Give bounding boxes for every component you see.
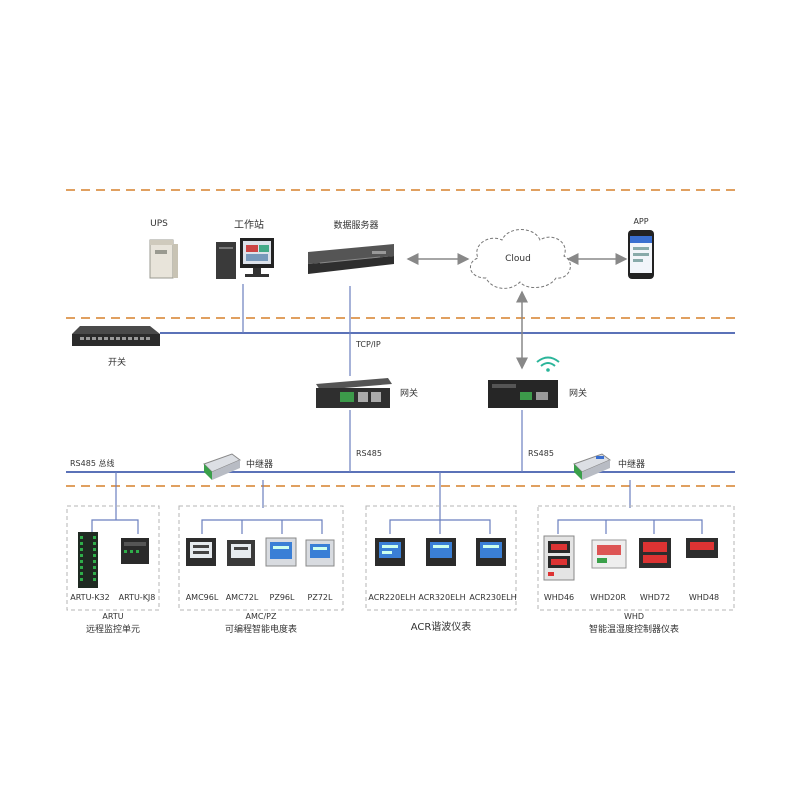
smartphone-icon [628, 230, 654, 279]
server-icon [308, 244, 394, 274]
device-label: ACR230ELH [469, 593, 516, 602]
group-title-line2: 远程监控单元 [86, 623, 140, 635]
ups-icon [149, 239, 178, 279]
repeater-right: 中继器 [573, 453, 645, 480]
rs485-bus-label: RS485 总线 [70, 458, 114, 468]
device-label: WHD20R [590, 593, 626, 602]
group-title-line1: AMC/PZ [246, 612, 277, 621]
whd72-icon [639, 538, 671, 568]
cloud-icon [470, 229, 571, 289]
workstation-icon [216, 238, 274, 279]
group-title-line1: ARTU [102, 612, 123, 621]
device-label: AMC96L [186, 593, 219, 602]
gateway-wired-label: 网关 [400, 387, 418, 399]
ups-device: UPS [149, 219, 178, 279]
device-label: PZ96L [270, 593, 295, 602]
switch-label: 开关 [108, 356, 126, 368]
repeater-icon [573, 453, 611, 480]
link-lines [91, 284, 703, 534]
artu-kj8-icon [121, 538, 149, 564]
repeater-right-label: 中继器 [618, 458, 645, 470]
gateway-wireless-label: 网关 [569, 387, 587, 399]
group-whd: WHD46 WHD20R WHD72 WHD48 WHD 智能温湿度控制器仪表 [543, 535, 719, 635]
device-label: WHD46 [544, 593, 574, 602]
server-device: 数据服务器 [308, 219, 394, 274]
tcpip-label: TCP/IP [355, 340, 381, 349]
pz96l-icon [265, 537, 297, 567]
group-artu-box [66, 505, 160, 611]
server-label: 数据服务器 [333, 219, 378, 231]
device-groups [66, 505, 735, 611]
gateway-wireless-device: 网关 [488, 356, 587, 408]
device-label: ARTU-KJ8 [119, 593, 156, 602]
group2-bracket [201, 519, 323, 534]
group-title-line2: ACR谐波仪表 [411, 620, 472, 633]
group4-bracket [557, 519, 703, 534]
rs485-left-label: RS485 [356, 449, 382, 458]
group-title-line2: 可编程智能电度表 [225, 623, 297, 635]
ups-label: UPS [150, 219, 168, 229]
group-amc-box [178, 505, 344, 611]
rs485-right-label: RS485 [528, 449, 554, 458]
whd48-icon [686, 538, 718, 558]
group-title-line1: WHD [624, 612, 644, 621]
gateway-wired-device: 网关 [316, 378, 418, 408]
amc96l-icon [186, 538, 216, 566]
group-amc: AMC96L AMC72L PZ96L PZ72L AMC/PZ 可编程智能电度… [186, 537, 335, 635]
workstation-device: 工作站 [216, 218, 274, 279]
device-label: AMC72L [226, 593, 259, 602]
whd20r-icon [591, 539, 627, 569]
group-title-line2: 智能温湿度控制器仪表 [589, 623, 679, 635]
device-label: ACR220ELH [368, 593, 415, 602]
gateway-icon [316, 378, 392, 408]
wifi-icon [536, 356, 560, 372]
amc72l-icon [227, 540, 255, 566]
workstation-label: 工作站 [234, 218, 264, 231]
repeater-icon [203, 453, 241, 480]
device-label: WHD48 [689, 593, 719, 602]
device-label: WHD72 [640, 593, 670, 602]
whd46-icon [543, 535, 575, 581]
repeater-left-label: 中继器 [246, 458, 273, 470]
group-whd-box [537, 505, 735, 611]
artu-k32-icon [78, 532, 98, 588]
group1-bracket [91, 519, 139, 534]
device-label: ACR320ELH [418, 593, 465, 602]
group-acr: ACR220ELH ACR320ELH ACR230ELH ACR谐波仪表 [368, 538, 517, 633]
cloud-label: Cloud [505, 254, 531, 264]
acr220elh-icon [375, 538, 405, 566]
cloud-node: Cloud [470, 229, 571, 289]
device-label: PZ72L [308, 593, 333, 602]
pz72l-icon [305, 539, 335, 567]
repeater-left: 中继器 [203, 453, 273, 480]
acr230elh-icon [476, 538, 506, 566]
app-label: APP [633, 217, 648, 226]
wireless-gateway-icon [488, 380, 558, 408]
app-device: APP [628, 217, 654, 279]
network-switch-icon [72, 326, 160, 346]
switch-device: 开关 [72, 326, 160, 368]
tier-separators [66, 189, 735, 487]
group-acr-box [365, 505, 517, 611]
group-artu: ARTU-K32 ARTU-KJ8 ARTU 远程监控单元 [70, 532, 155, 635]
acr320elh-icon [426, 538, 456, 566]
device-label: ARTU-K32 [70, 593, 110, 602]
